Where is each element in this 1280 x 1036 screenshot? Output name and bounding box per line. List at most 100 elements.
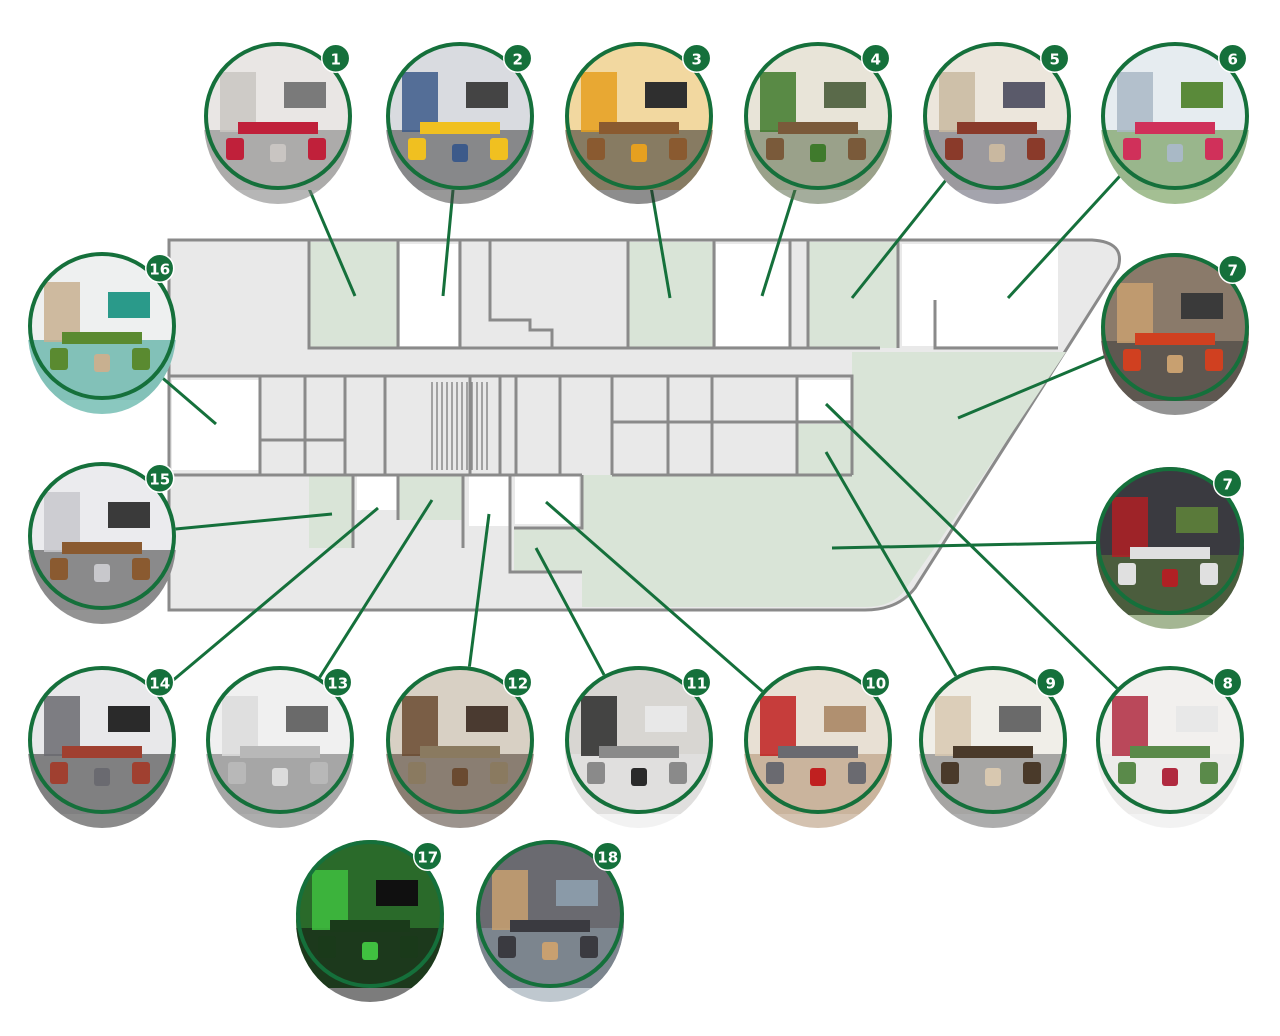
scene-chair — [810, 768, 826, 786]
scene-chair — [1167, 144, 1183, 162]
scene-table — [1130, 746, 1210, 758]
room-photo-10[interactable]: 10 — [744, 666, 892, 828]
room-number-badge — [681, 667, 712, 698]
scene-chair — [228, 762, 246, 784]
scene-screen — [1176, 706, 1218, 732]
room-area-10 — [515, 476, 579, 524]
room-number-label: 1 — [331, 50, 341, 68]
scene-chair — [848, 138, 866, 160]
room-area-16 — [172, 380, 260, 470]
connector-line-9 — [824, 451, 958, 677]
scene-screen — [556, 880, 598, 906]
scene-screen — [824, 706, 866, 732]
scene-chair — [408, 138, 426, 160]
scene-screen — [108, 706, 150, 732]
room-number-badge — [144, 463, 175, 494]
scene-chair — [308, 138, 326, 160]
scene-screen — [645, 82, 687, 108]
scene-chair — [490, 762, 508, 784]
scene-chair — [580, 936, 598, 958]
room-number-badge — [860, 43, 891, 74]
scene-chair — [1118, 563, 1136, 585]
scene-screen — [286, 706, 328, 732]
room-photo-border — [28, 666, 176, 814]
scene-table — [62, 542, 142, 554]
room-photo-15[interactable]: 15 — [28, 462, 176, 624]
connector-line-3 — [649, 188, 672, 299]
room-photo-5[interactable]: 5 — [923, 42, 1071, 204]
room-photo-9[interactable]: 9 — [919, 666, 1067, 828]
scene-table — [420, 746, 500, 758]
scene-table — [957, 122, 1037, 134]
scene-chair — [1023, 762, 1041, 784]
room-area-15 — [309, 476, 353, 548]
room-number-badge — [1212, 667, 1243, 698]
room-photo-4[interactable]: 4 — [744, 42, 892, 204]
room-photo-7[interactable]: 7 — [1101, 253, 1249, 415]
scene-screen — [999, 706, 1041, 732]
room-photo-3[interactable]: 3 — [565, 42, 713, 204]
room-number-badge — [1217, 43, 1248, 74]
scene-chair — [1200, 762, 1218, 784]
connector-line-7 — [831, 541, 1097, 550]
room-number-label: 9 — [1046, 674, 1056, 692]
scene-chair — [631, 144, 647, 162]
room-number-badge — [1039, 43, 1070, 74]
scene-chair — [1162, 768, 1178, 786]
room-photo-14[interactable]: 14 — [28, 666, 176, 828]
connector-line-13 — [318, 499, 434, 679]
scene-chair — [1162, 569, 1178, 587]
scene-chair — [452, 768, 468, 786]
room-photo-8[interactable]: 8 — [1096, 666, 1244, 828]
room-number-label: 15 — [149, 470, 170, 488]
connector-line-1 — [305, 183, 357, 297]
room-photo-13[interactable]: 13 — [206, 666, 354, 828]
scene-table — [778, 746, 858, 758]
scene-chair — [989, 144, 1005, 162]
scene-screen — [1181, 293, 1223, 319]
room-number-label: 3 — [692, 50, 702, 68]
scene-chair — [766, 762, 784, 784]
connector-line-11 — [534, 547, 606, 676]
room-number-label: 18 — [597, 848, 618, 866]
room-photo-11[interactable]: 11 — [565, 666, 713, 828]
scene-chair — [272, 768, 288, 786]
scene-chair — [94, 354, 110, 372]
scene-screen — [466, 82, 508, 108]
scene-chair — [669, 762, 687, 784]
scene-table — [330, 920, 410, 932]
scene-table — [1130, 547, 1210, 559]
room-photo-17[interactable]: 17 — [296, 840, 444, 1002]
scene-chair — [132, 558, 150, 580]
room-photo-6[interactable]: 6 — [1101, 42, 1249, 204]
room-photo-border — [1096, 666, 1244, 814]
room-photo-7[interactable]: 7 — [1096, 467, 1244, 629]
scene-chair — [1118, 762, 1136, 784]
connector-line-7 — [957, 354, 1108, 420]
room-photo-16[interactable]: 16 — [28, 252, 176, 414]
room-number-badge — [860, 667, 891, 698]
room-photo-border — [565, 666, 713, 814]
room-photo-scene — [28, 462, 176, 624]
room-area-6 — [902, 244, 1058, 346]
room-area-8 — [798, 380, 852, 420]
room-number-badge — [320, 43, 351, 74]
room-photo-border — [28, 462, 176, 610]
connector-line-2 — [441, 189, 455, 297]
scene-chair — [94, 564, 110, 582]
room-photo-12[interactable]: 12 — [386, 666, 534, 828]
room-photo-1[interactable]: 1 — [204, 42, 352, 204]
room-photo-border — [28, 252, 176, 400]
scene-table — [599, 122, 679, 134]
floor-plan — [167, 238, 1121, 612]
room-photo-2[interactable]: 2 — [386, 42, 534, 204]
connector-lines — [157, 169, 1127, 694]
scene-chair — [1123, 138, 1141, 160]
scene-chair — [490, 138, 508, 160]
room-photo-18[interactable]: 18 — [476, 840, 624, 1002]
scene-chair — [941, 762, 959, 784]
scene-table — [510, 920, 590, 932]
connector-line-5 — [850, 172, 953, 299]
scene-table — [62, 746, 142, 758]
